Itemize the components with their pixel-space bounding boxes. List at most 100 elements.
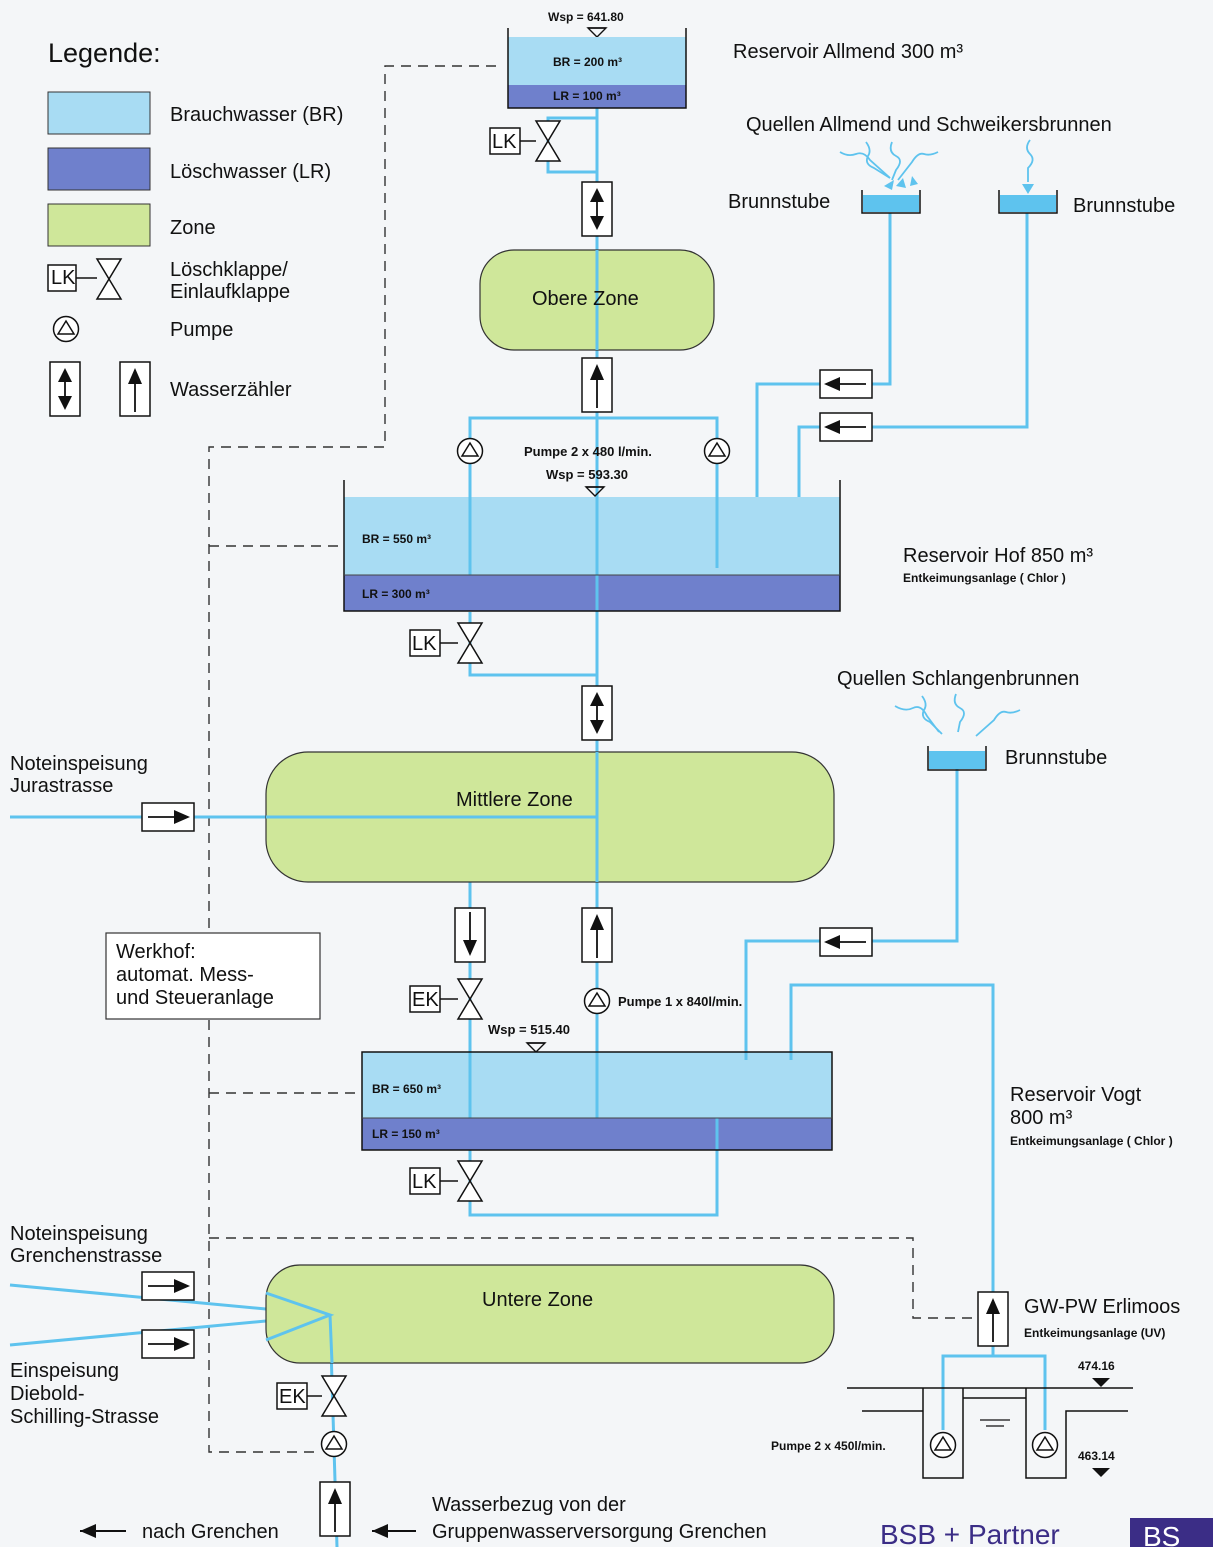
allmend-br-fill — [508, 37, 686, 87]
company-logo-text: BSB + Partner — [880, 1519, 1060, 1547]
diebold-meter-icon — [141, 1329, 195, 1359]
gw-pw-erlimoos: GW-PW Erlimoos Entkeimungsanlage (UV) 47… — [771, 1291, 1180, 1479]
vogt-ek-valve: EK — [409, 978, 483, 1020]
noteinspeisung-grenchen: Noteinspeisung Grenchenstrasse — [10, 1223, 195, 1301]
diebold-label-1: Einspeisung — [10, 1360, 119, 1382]
gw-pw-meter-icon — [977, 1291, 1009, 1347]
legend-label-klappe-2: Einlaufklappe — [170, 281, 290, 303]
einspeisung-diebold: Einspeisung Diebold- Schilling-Strasse — [10, 1329, 195, 1428]
hof-lk-valve: LK — [409, 622, 483, 664]
svg-text:LK: LK — [51, 267, 76, 289]
hof-lr-fill — [344, 575, 840, 611]
water-level-icon — [587, 27, 607, 38]
allmend-wsp-label: Wsp = 641.80 — [548, 10, 624, 24]
hof-br-fill — [344, 497, 840, 575]
water-level-icon — [1092, 1468, 1110, 1477]
arrow-left-icon — [80, 1524, 96, 1538]
brunnstube-schlangen-fill — [929, 751, 985, 769]
hof-pump-right-icon — [703, 437, 731, 465]
obere-zone: Obere Zone — [479, 249, 715, 413]
brunnstube-right-meter-icon — [819, 412, 873, 442]
company-logo-mark — [1130, 1518, 1213, 1547]
valve-icon — [321, 1375, 347, 1417]
untere-zone: Untere Zone — [265, 1264, 835, 1364]
hof-meter-icon — [581, 685, 613, 741]
hof-lr-label: LR = 300 m³ — [362, 587, 430, 601]
brunnstube-left-meter-icon — [819, 369, 873, 399]
reservoir-allmend: Wsp = 641.80 BR = 200 m³ LR = 100 m³ Res… — [489, 10, 963, 237]
vogt-wsp-label: Wsp = 515.40 — [488, 1022, 570, 1037]
gw-pump-right-icon — [1031, 1431, 1059, 1459]
diebold-label-3: Schilling-Strasse — [10, 1406, 159, 1428]
quellen-allmend-title: Quellen Allmend und Schweikersbrunnen — [746, 114, 1112, 136]
hof-br-label: BR = 550 m³ — [362, 532, 431, 546]
obere-zone-label: Obere Zone — [532, 288, 639, 310]
vogt-pump-icon — [583, 987, 611, 1015]
werkhof-box: Werkhof: automat. Mess- und Steueranlage — [105, 932, 321, 1020]
diebold-label-2: Diebold- — [10, 1383, 84, 1405]
svg-text:LK: LK — [412, 633, 437, 655]
brunnstube-right-fill — [1000, 195, 1056, 212]
grenchen-label-1: Noteinspeisung — [10, 1223, 148, 1245]
vogt-lr-fill — [362, 1118, 832, 1150]
water-level-icon — [526, 1042, 546, 1053]
legend-meter-up-icon — [119, 361, 151, 417]
allmend-br-label: BR = 200 m³ — [553, 55, 622, 69]
brunnstube-left-fill — [863, 195, 919, 212]
hof-sub: Entkeimungsanlage ( Chlor ) — [903, 571, 1066, 585]
spring-arrows-icon — [894, 693, 1021, 737]
gw-pw-name: GW-PW Erlimoos — [1024, 1296, 1180, 1318]
footer: nach Grenchen Wasserbezug von der Gruppe… — [80, 1494, 1213, 1547]
grenchen-meter-icon — [141, 1271, 195, 1301]
gw-pw-pump-label: Pumpe 2 x 450l/min. — [771, 1439, 886, 1453]
hof-pump-left-icon — [456, 437, 484, 465]
werkhof-line-1: Werkhof: — [116, 941, 196, 963]
brunnstube-schlangen-label: Brunnstube — [1005, 747, 1107, 769]
vogt-lr-label: LR = 150 m³ — [372, 1127, 440, 1141]
brunnstube-right-label: Brunnstube — [1073, 195, 1175, 217]
hof-name: Reservoir Hof 850 m³ — [903, 545, 1093, 567]
reservoir-vogt: EK Pumpe 1 x 840l/min. Wsp = 515.40 BR =… — [361, 907, 1173, 1202]
legend-swatch-zone — [47, 203, 151, 247]
untere-ek-valve: EK — [276, 1375, 347, 1417]
untere-inflow: EK — [276, 1375, 351, 1537]
jura-meter-icon — [141, 802, 195, 832]
arrow-left-icon — [372, 1524, 388, 1538]
legend-label-klappe-1: Löschklappe/ — [170, 259, 288, 281]
grenchen-label-2: Grenchenstrasse — [10, 1245, 162, 1267]
svg-text:LK: LK — [492, 131, 517, 153]
untere-zone-label: Untere Zone — [482, 1289, 593, 1311]
svg-text:EK: EK — [279, 1386, 306, 1408]
jura-label-1: Noteinspeisung — [10, 753, 148, 775]
untere-zone-shape — [265, 1264, 835, 1364]
legend-swatch-brauchwasser — [47, 91, 151, 135]
water-level-icon — [1092, 1378, 1110, 1387]
spring-arrows-icon — [839, 139, 1034, 182]
vogt-meter-down-icon — [454, 907, 486, 963]
water-level-icon — [585, 486, 605, 497]
mittlere-zone: Mittlere Zone — [265, 751, 835, 883]
reservoir-hof: Pumpe 2 x 480 l/min. Wsp = 593.30 BR = 5… — [343, 437, 1093, 741]
werkhof-line-2: automat. Mess- — [116, 964, 254, 986]
allmend-lr-label: LR = 100 m³ — [553, 89, 621, 103]
allmend-name: Reservoir Allmend 300 m³ — [733, 41, 963, 63]
allmend-meter-icon — [581, 181, 613, 237]
gw-pw-sub: Entkeimungsanlage (UV) — [1024, 1326, 1165, 1340]
valve-icon — [535, 120, 561, 162]
valve-icon — [457, 622, 483, 664]
vogt-meter-up-icon — [581, 907, 613, 963]
gw-pw-level-top: 474.16 — [1078, 1359, 1115, 1373]
hof-tank-outline — [343, 480, 841, 612]
legend-pump-icon — [52, 315, 80, 343]
vogt-br-label: BR = 650 m³ — [372, 1082, 441, 1096]
quellen-schlangen-title: Quellen Schlangenbrunnen — [837, 668, 1079, 690]
legend-title: Legende: — [48, 38, 161, 68]
quellen-allmend: Quellen Allmend und Schweikersbrunnen Br… — [728, 114, 1175, 442]
legend-swatch-loeschwasser — [47, 147, 151, 191]
valve-icon — [457, 1160, 483, 1202]
wasserbezug-line-1: Wasserbezug von der — [432, 1494, 626, 1516]
company-logo-mark-text: BS — [1143, 1521, 1180, 1547]
legend: Legende: Brauchwasser (BR) Löschwasser (… — [47, 38, 343, 417]
schlangen-meter-icon — [819, 927, 873, 957]
